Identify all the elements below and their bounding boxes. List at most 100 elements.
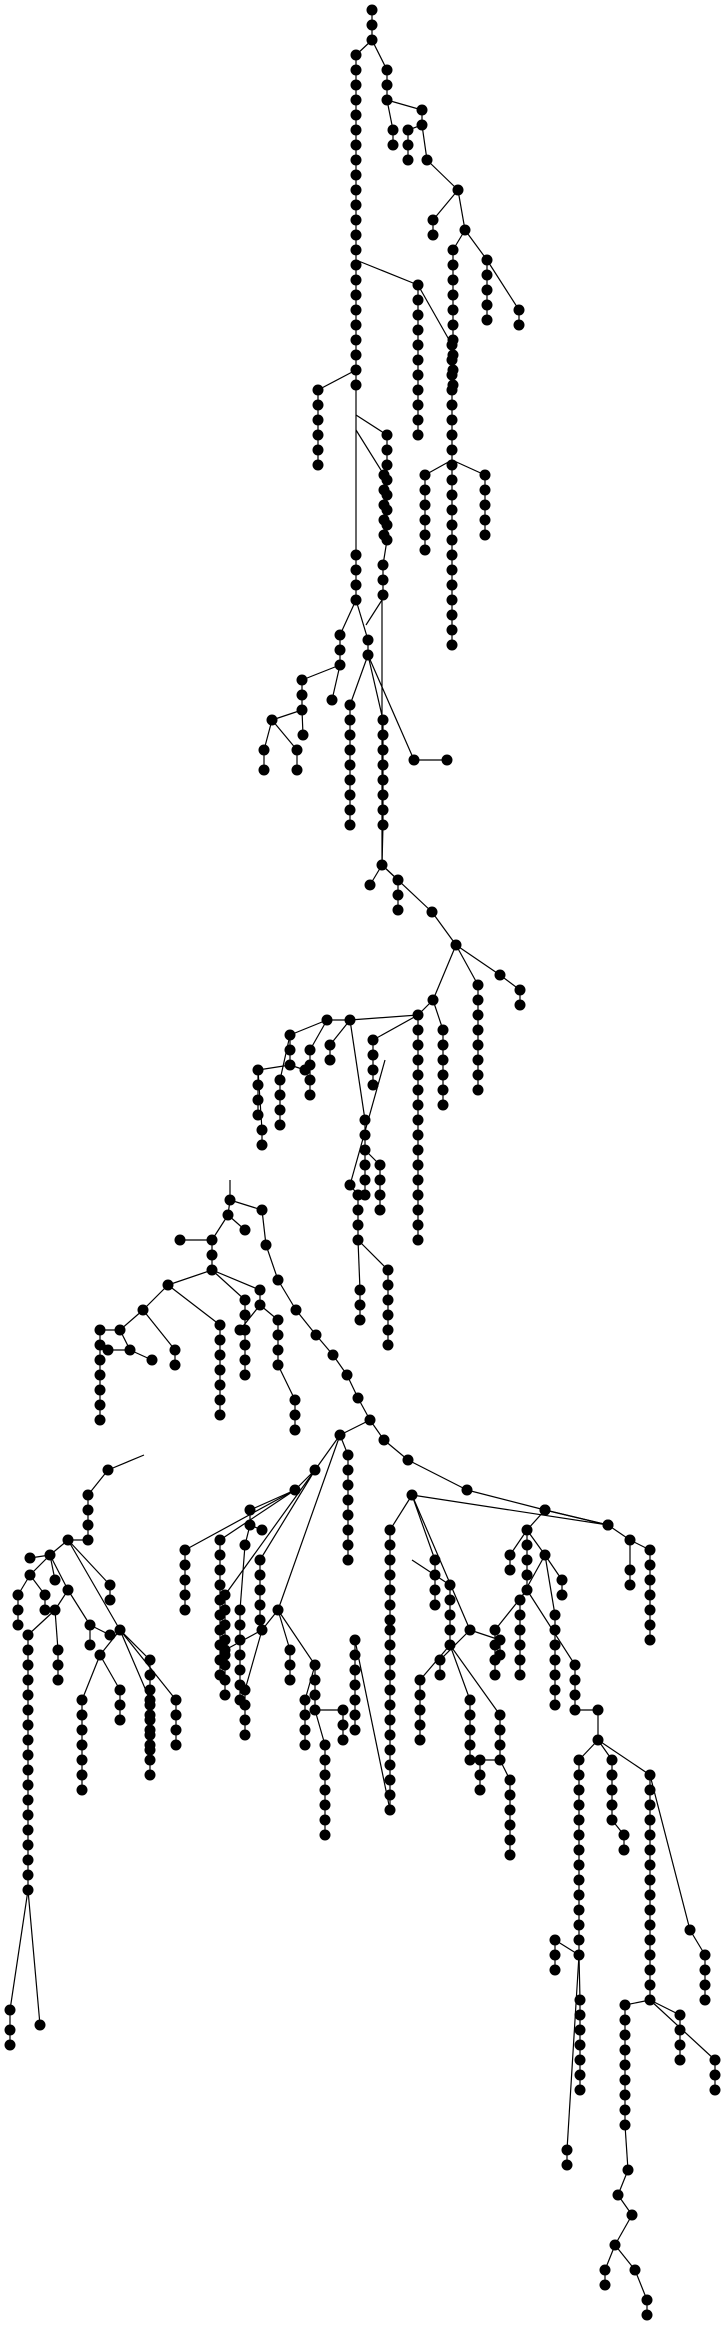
tree-edge bbox=[317, 369, 357, 391]
tree-node bbox=[447, 289, 459, 301]
tree-node bbox=[179, 1544, 191, 1556]
tree-node bbox=[22, 1839, 34, 1851]
tree-node bbox=[561, 2144, 573, 2156]
tree-node bbox=[252, 1109, 264, 1121]
tree-node bbox=[447, 259, 459, 271]
tree-edge bbox=[277, 1364, 296, 1401]
tree-edge bbox=[411, 1494, 471, 1631]
tree-node bbox=[592, 1704, 604, 1716]
tree-node bbox=[504, 1804, 516, 1816]
tree-node bbox=[472, 1024, 484, 1036]
tree-node bbox=[359, 1144, 371, 1156]
tree-edge bbox=[339, 1419, 371, 1436]
tree-node bbox=[22, 1719, 34, 1731]
tree-node bbox=[429, 1599, 441, 1611]
tree-node bbox=[514, 1609, 526, 1621]
tree-node bbox=[408, 754, 420, 766]
tree-node bbox=[254, 1584, 266, 1596]
tree-node bbox=[573, 1919, 585, 1931]
tree-node bbox=[378, 514, 390, 526]
tree-node bbox=[82, 1534, 94, 1546]
tree-node bbox=[574, 2009, 586, 2021]
tree-node bbox=[412, 339, 424, 351]
tree-node bbox=[354, 1314, 366, 1326]
tree-node bbox=[22, 1629, 34, 1641]
tree-node bbox=[254, 1614, 266, 1626]
tree-node bbox=[504, 1774, 516, 1786]
tree-node bbox=[144, 1769, 156, 1781]
tree-node bbox=[344, 744, 356, 756]
tree-node bbox=[444, 1624, 456, 1636]
tree-edge bbox=[354, 1639, 391, 1811]
tree-node bbox=[392, 889, 404, 901]
tree-node bbox=[350, 169, 362, 181]
tree-node bbox=[381, 429, 393, 441]
tree-node bbox=[334, 1429, 346, 1441]
tree-node bbox=[382, 1309, 394, 1321]
tree-node bbox=[170, 1694, 182, 1706]
tree-edge bbox=[386, 99, 423, 111]
tree-edge bbox=[407, 1459, 468, 1491]
tree-node bbox=[644, 1784, 656, 1796]
tree-node bbox=[350, 319, 362, 331]
tree-node bbox=[377, 819, 389, 831]
tree-node bbox=[606, 1799, 618, 1811]
tree-node bbox=[416, 119, 428, 131]
tree-node bbox=[352, 1219, 364, 1231]
tree-node bbox=[709, 2069, 721, 2081]
tree-node bbox=[419, 544, 431, 556]
tree-node bbox=[479, 499, 491, 511]
tree-node bbox=[352, 1234, 364, 1246]
tree-node bbox=[644, 1589, 656, 1601]
tree-edge bbox=[486, 259, 520, 311]
tree-node bbox=[479, 514, 491, 526]
tree-node bbox=[437, 1039, 449, 1051]
tree-edge bbox=[357, 1239, 389, 1271]
tree-node bbox=[22, 1809, 34, 1821]
tree-node bbox=[387, 124, 399, 136]
tree-node bbox=[94, 1324, 106, 1336]
tree-node bbox=[144, 1729, 156, 1741]
tree-edge bbox=[426, 159, 459, 191]
tree-node bbox=[619, 1999, 631, 2011]
tree-node bbox=[444, 1609, 456, 1621]
tree-node bbox=[414, 1719, 426, 1731]
tree-node bbox=[674, 2039, 686, 2051]
tree-node bbox=[272, 1274, 284, 1286]
tree-node bbox=[569, 1674, 581, 1686]
tree-node bbox=[574, 2069, 586, 2081]
tree-node bbox=[62, 1584, 74, 1596]
tree-node bbox=[641, 2309, 653, 2321]
tree-edge bbox=[259, 1469, 316, 1561]
tree-node bbox=[569, 1704, 581, 1716]
tree-node bbox=[350, 49, 362, 61]
tree-node bbox=[342, 1554, 354, 1566]
tree-node bbox=[573, 1889, 585, 1901]
tree-edge bbox=[211, 1269, 261, 1291]
tree-edge bbox=[184, 1489, 296, 1551]
tree-node bbox=[344, 759, 356, 771]
tree-edge bbox=[432, 944, 457, 1001]
tree-node bbox=[481, 299, 493, 311]
tree-node bbox=[427, 214, 439, 226]
tree-node bbox=[709, 2054, 721, 2066]
tree-edge bbox=[349, 1014, 419, 1021]
tree-edge bbox=[597, 1739, 651, 1776]
tree-node bbox=[539, 1504, 551, 1516]
tree-node bbox=[374, 1189, 386, 1201]
tree-edge bbox=[277, 1434, 341, 1611]
tree-node bbox=[144, 1654, 156, 1666]
tree-node bbox=[574, 2024, 586, 2036]
tree-node bbox=[297, 729, 309, 741]
tree-node bbox=[446, 519, 458, 531]
tree-edge bbox=[314, 1434, 341, 1471]
tree-node bbox=[337, 1704, 349, 1716]
tree-node bbox=[378, 469, 390, 481]
tree-node bbox=[464, 1709, 476, 1721]
tree-node bbox=[489, 1624, 501, 1636]
tree-node bbox=[464, 1694, 476, 1706]
tree-edge bbox=[355, 429, 385, 476]
tree-node bbox=[446, 564, 458, 576]
tree-node bbox=[274, 1074, 286, 1086]
tree-edge bbox=[466, 1489, 546, 1511]
